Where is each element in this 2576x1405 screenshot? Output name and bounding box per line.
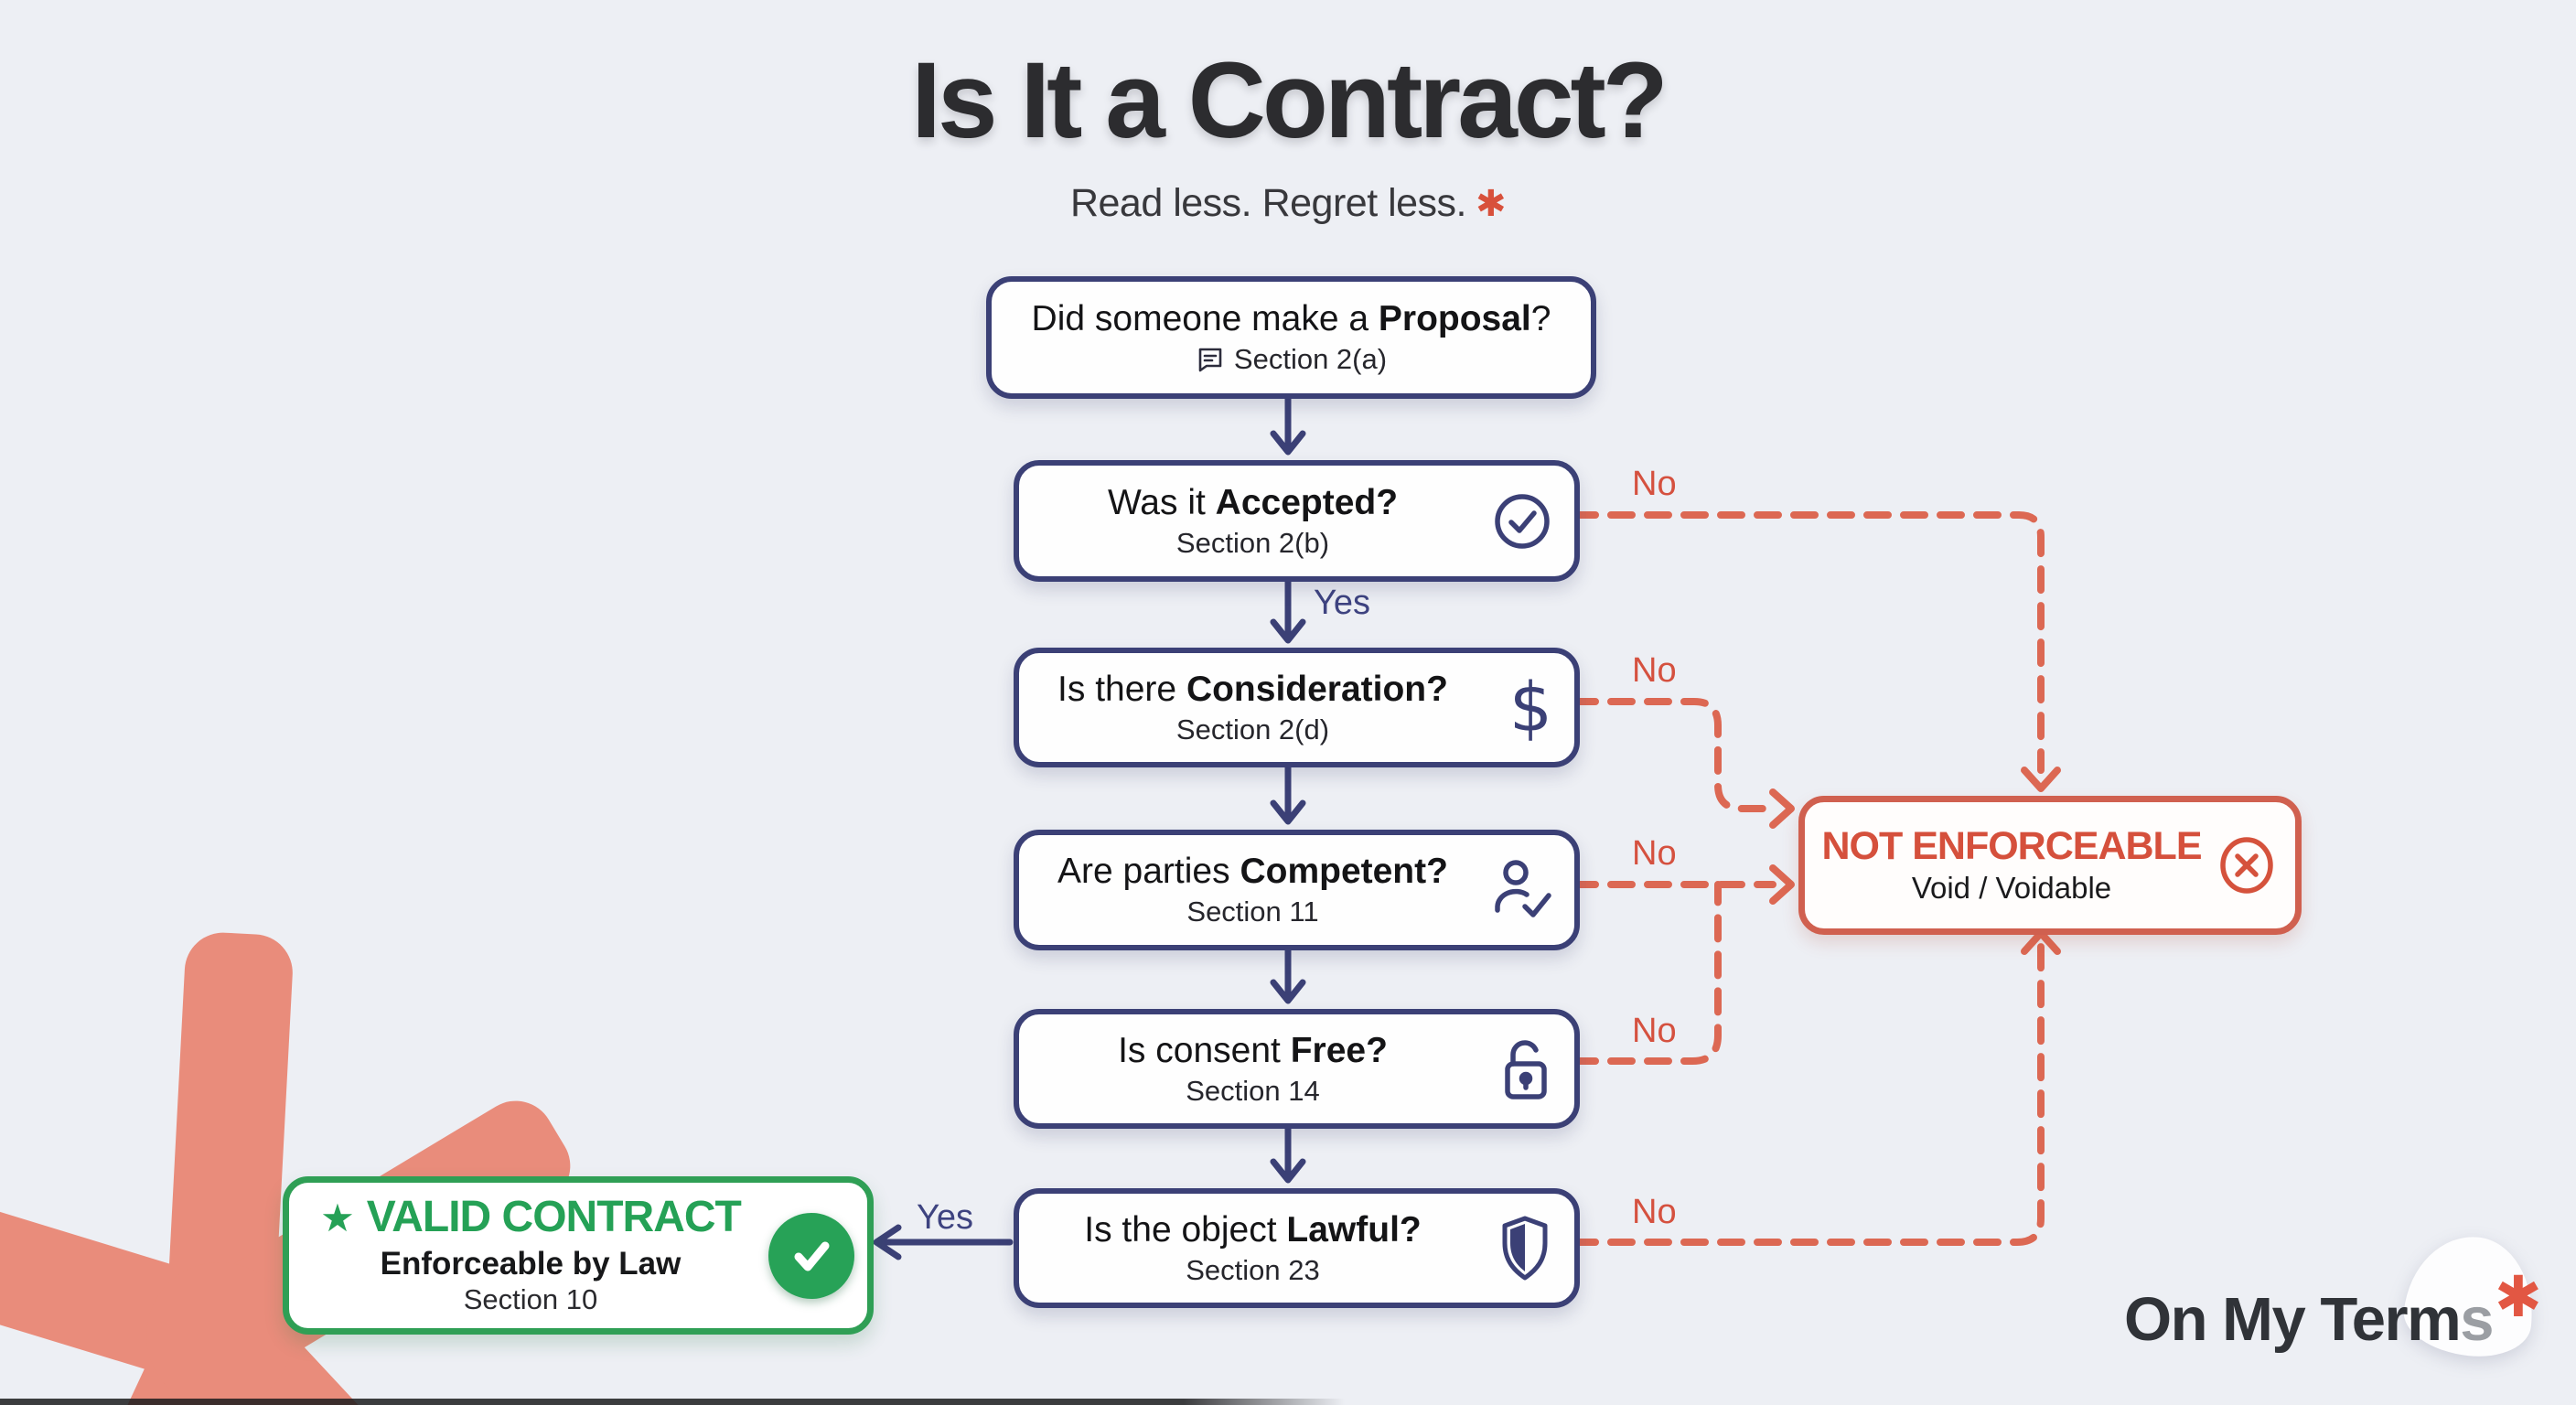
outcome-valid-contract: ★ VALID CONTRACT Enforceable by Law Sect… [283, 1176, 874, 1335]
dollar-icon: $ [1508, 668, 1552, 747]
brand-name: On My Term [2124, 1285, 2462, 1354]
valid-contract-title: VALID CONTRACT [366, 1193, 742, 1242]
node-competent-question: Are parties Competent? [1057, 852, 1448, 892]
circle-x-icon [2220, 837, 2273, 894]
node-free-consent: Is consent Free? Section 14 [1014, 1009, 1580, 1129]
edge-label-yes-accepted: Yes [1314, 584, 1370, 622]
not-enforceable-subtitle: Void / Voidable [1911, 870, 2112, 905]
node-proposal-question: Did someone make a Proposal? [1031, 299, 1551, 339]
green-check-icon [768, 1212, 854, 1299]
node-consideration: Is there Consideration? Section 2(d) $ [1014, 648, 1580, 767]
star-icon: ★ [320, 1195, 355, 1240]
node-proposal-section: Section 2(a) [1233, 343, 1388, 376]
node-accepted: Was it Accepted? Section 2(b) [1014, 460, 1580, 582]
node-consideration-question: Is there Consideration? [1057, 669, 1448, 709]
edge-label-yes-lawful: Yes [917, 1198, 973, 1237]
edge-label-no-consideration: No [1632, 651, 1677, 690]
outcome-not-enforceable: NOT ENFORCEABLE Void / Voidable [1798, 796, 2302, 935]
subtitle-text: Read less. Regret less. [1069, 181, 1467, 225]
page-title: Is It a Contract? [911, 40, 1669, 161]
node-free-consent-section: Section 14 [1186, 1074, 1320, 1107]
node-competent-section: Section 11 [1186, 896, 1319, 928]
circle-check-icon [1495, 493, 1550, 549]
node-consideration-section: Section 2(d) [1175, 713, 1330, 745]
brand-logo: On My Terms✱ [2124, 1263, 2542, 1355]
shield-icon [1502, 1216, 1548, 1280]
node-lawful-question: Is the object Lawful? [1084, 1209, 1422, 1249]
node-lawful: Is the object Lawful? Section 23 [1014, 1188, 1580, 1308]
node-accepted-question: Was it Accepted? [1107, 482, 1399, 522]
edge-label-no-competent: No [1632, 834, 1677, 873]
lock-open-icon [1505, 1039, 1547, 1099]
valid-contract-line3: Section 10 [463, 1283, 598, 1316]
edge-label-no-accepted: No [1632, 465, 1677, 503]
edge-label-no-lawful: No [1632, 1193, 1677, 1231]
brand-asterisk-icon: ✱ [2494, 1263, 2542, 1330]
edge-label-no-free: No [1632, 1012, 1677, 1050]
node-accepted-section: Section 2(b) [1175, 526, 1330, 559]
valid-contract-line2: Enforceable by Law [380, 1246, 682, 1282]
node-proposal: Did someone make a Proposal? Section 2(a… [986, 276, 1596, 399]
bottom-edge-strip [0, 1399, 1345, 1405]
node-lawful-section: Section 23 [1186, 1253, 1320, 1286]
asterisk-icon: ✱ [1476, 183, 1507, 225]
person-check-icon [1495, 860, 1551, 917]
node-competent: Are parties Competent? Section 11 [1014, 830, 1580, 950]
node-free-consent-question: Is consent Free? [1118, 1030, 1388, 1070]
brand-name-tail: s [2460, 1285, 2494, 1354]
not-enforceable-title: NOT ENFORCEABLE [1821, 824, 2203, 869]
page-subtitle: Read less. Regret less.✱ [0, 181, 2576, 226]
chat-icon [1198, 348, 1222, 372]
